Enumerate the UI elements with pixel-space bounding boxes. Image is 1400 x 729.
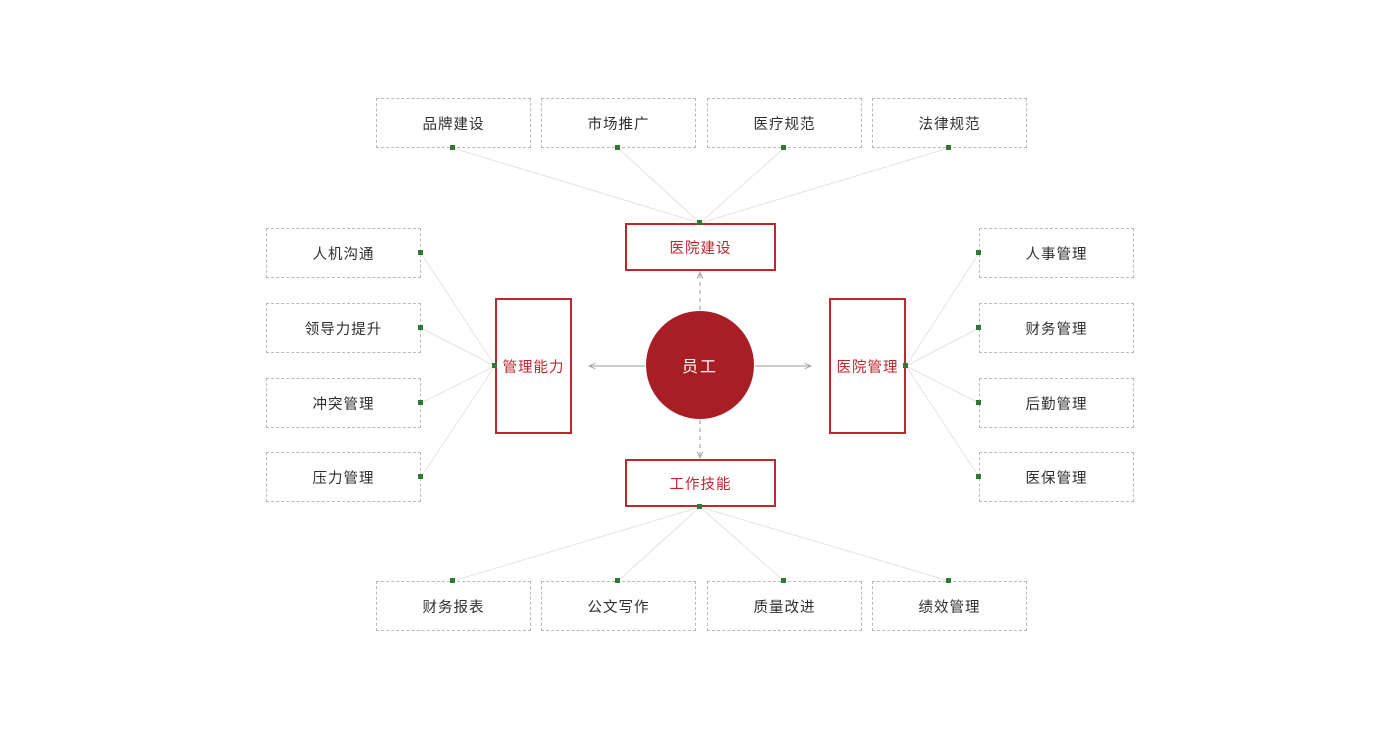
connector-dot-leadership-improvement <box>418 325 423 330</box>
branch-node-hospital-construction[interactable]: 医院建设 <box>625 223 776 271</box>
branch-node-management-ability[interactable]: 管理能力 <box>495 298 572 434</box>
hub-label: 员工 <box>681 359 718 376</box>
connector-dot-brand-building <box>450 145 455 150</box>
leaf-node-personnel-management[interactable]: 人事管理 <box>979 228 1134 278</box>
leaf-node-human-machine-communication[interactable]: 人机沟通 <box>266 228 421 278</box>
connector-dot-insurance-management <box>976 474 981 479</box>
hub-node-employee[interactable]: 员工 <box>646 311 754 419</box>
connector-dot-personnel-management <box>976 250 981 255</box>
leaf-label: 领导力提升 <box>304 321 383 338</box>
leaf-node-legal-standards[interactable]: 法律规范 <box>872 98 1027 148</box>
leaf-node-performance-management[interactable]: 绩效管理 <box>872 581 1027 631</box>
leaf-node-quality-improvement[interactable]: 质量改进 <box>707 581 862 631</box>
leaf-label: 绩效管理 <box>918 599 981 616</box>
leaf-label: 冲突管理 <box>312 396 375 413</box>
connector-dot-financial-statements <box>450 578 455 583</box>
leaf-node-stress-management[interactable]: 压力管理 <box>266 452 421 502</box>
leaf-label: 市场推广 <box>587 116 650 133</box>
leaf-node-logistics-management[interactable]: 后勤管理 <box>979 378 1134 428</box>
leaf-label: 压力管理 <box>312 470 375 487</box>
connector-dot-conflict-management <box>418 400 423 405</box>
connector-dot-market-promotion <box>615 145 620 150</box>
leaf-node-conflict-management[interactable]: 冲突管理 <box>266 378 421 428</box>
connector-dot-hospital-construction <box>697 220 702 225</box>
connector-dot-medical-standards <box>781 145 786 150</box>
branch-label: 医院建设 <box>669 240 732 257</box>
connector-dot-performance-management <box>946 578 951 583</box>
leaf-label: 质量改进 <box>753 599 816 616</box>
connector-dot-management-ability <box>492 363 497 368</box>
branch-label: 管理能力 <box>502 359 565 376</box>
leaf-label: 公文写作 <box>587 599 650 616</box>
leaf-label: 财务管理 <box>1025 321 1088 338</box>
leaf-node-market-promotion[interactable]: 市场推广 <box>541 98 696 148</box>
leaf-label: 医保管理 <box>1025 470 1088 487</box>
leaf-label: 法律规范 <box>918 116 981 133</box>
connector-dot-hospital-management <box>903 363 908 368</box>
leaf-node-finance-management[interactable]: 财务管理 <box>979 303 1134 353</box>
leaf-label: 品牌建设 <box>422 116 485 133</box>
leaf-label: 人事管理 <box>1025 246 1088 263</box>
leaf-node-official-document-writing[interactable]: 公文写作 <box>541 581 696 631</box>
connector-dot-logistics-management <box>976 400 981 405</box>
branch-node-hospital-management[interactable]: 医院管理 <box>829 298 906 434</box>
connector-dot-legal-standards <box>946 145 951 150</box>
leaf-node-financial-statements[interactable]: 财务报表 <box>376 581 531 631</box>
connector-dot-human-machine-communication <box>418 250 423 255</box>
leaf-node-insurance-management[interactable]: 医保管理 <box>979 452 1134 502</box>
connector-dot-quality-improvement <box>781 578 786 583</box>
connector-dot-stress-management <box>418 474 423 479</box>
branch-node-work-skills[interactable]: 工作技能 <box>625 459 776 507</box>
leaf-node-leadership-improvement[interactable]: 领导力提升 <box>266 303 421 353</box>
leaf-label: 医疗规范 <box>753 116 816 133</box>
branch-label: 工作技能 <box>669 476 732 493</box>
leaf-node-medical-standards[interactable]: 医疗规范 <box>707 98 862 148</box>
branch-label: 医院管理 <box>836 359 899 376</box>
leaf-node-brand-building[interactable]: 品牌建设 <box>376 98 531 148</box>
connector-dot-finance-management <box>976 325 981 330</box>
connector-dot-work-skills <box>697 504 702 509</box>
connector-dot-official-document-writing <box>615 578 620 583</box>
leaf-label: 后勤管理 <box>1025 396 1088 413</box>
leaf-label: 财务报表 <box>422 599 485 616</box>
leaf-label: 人机沟通 <box>312 246 375 263</box>
